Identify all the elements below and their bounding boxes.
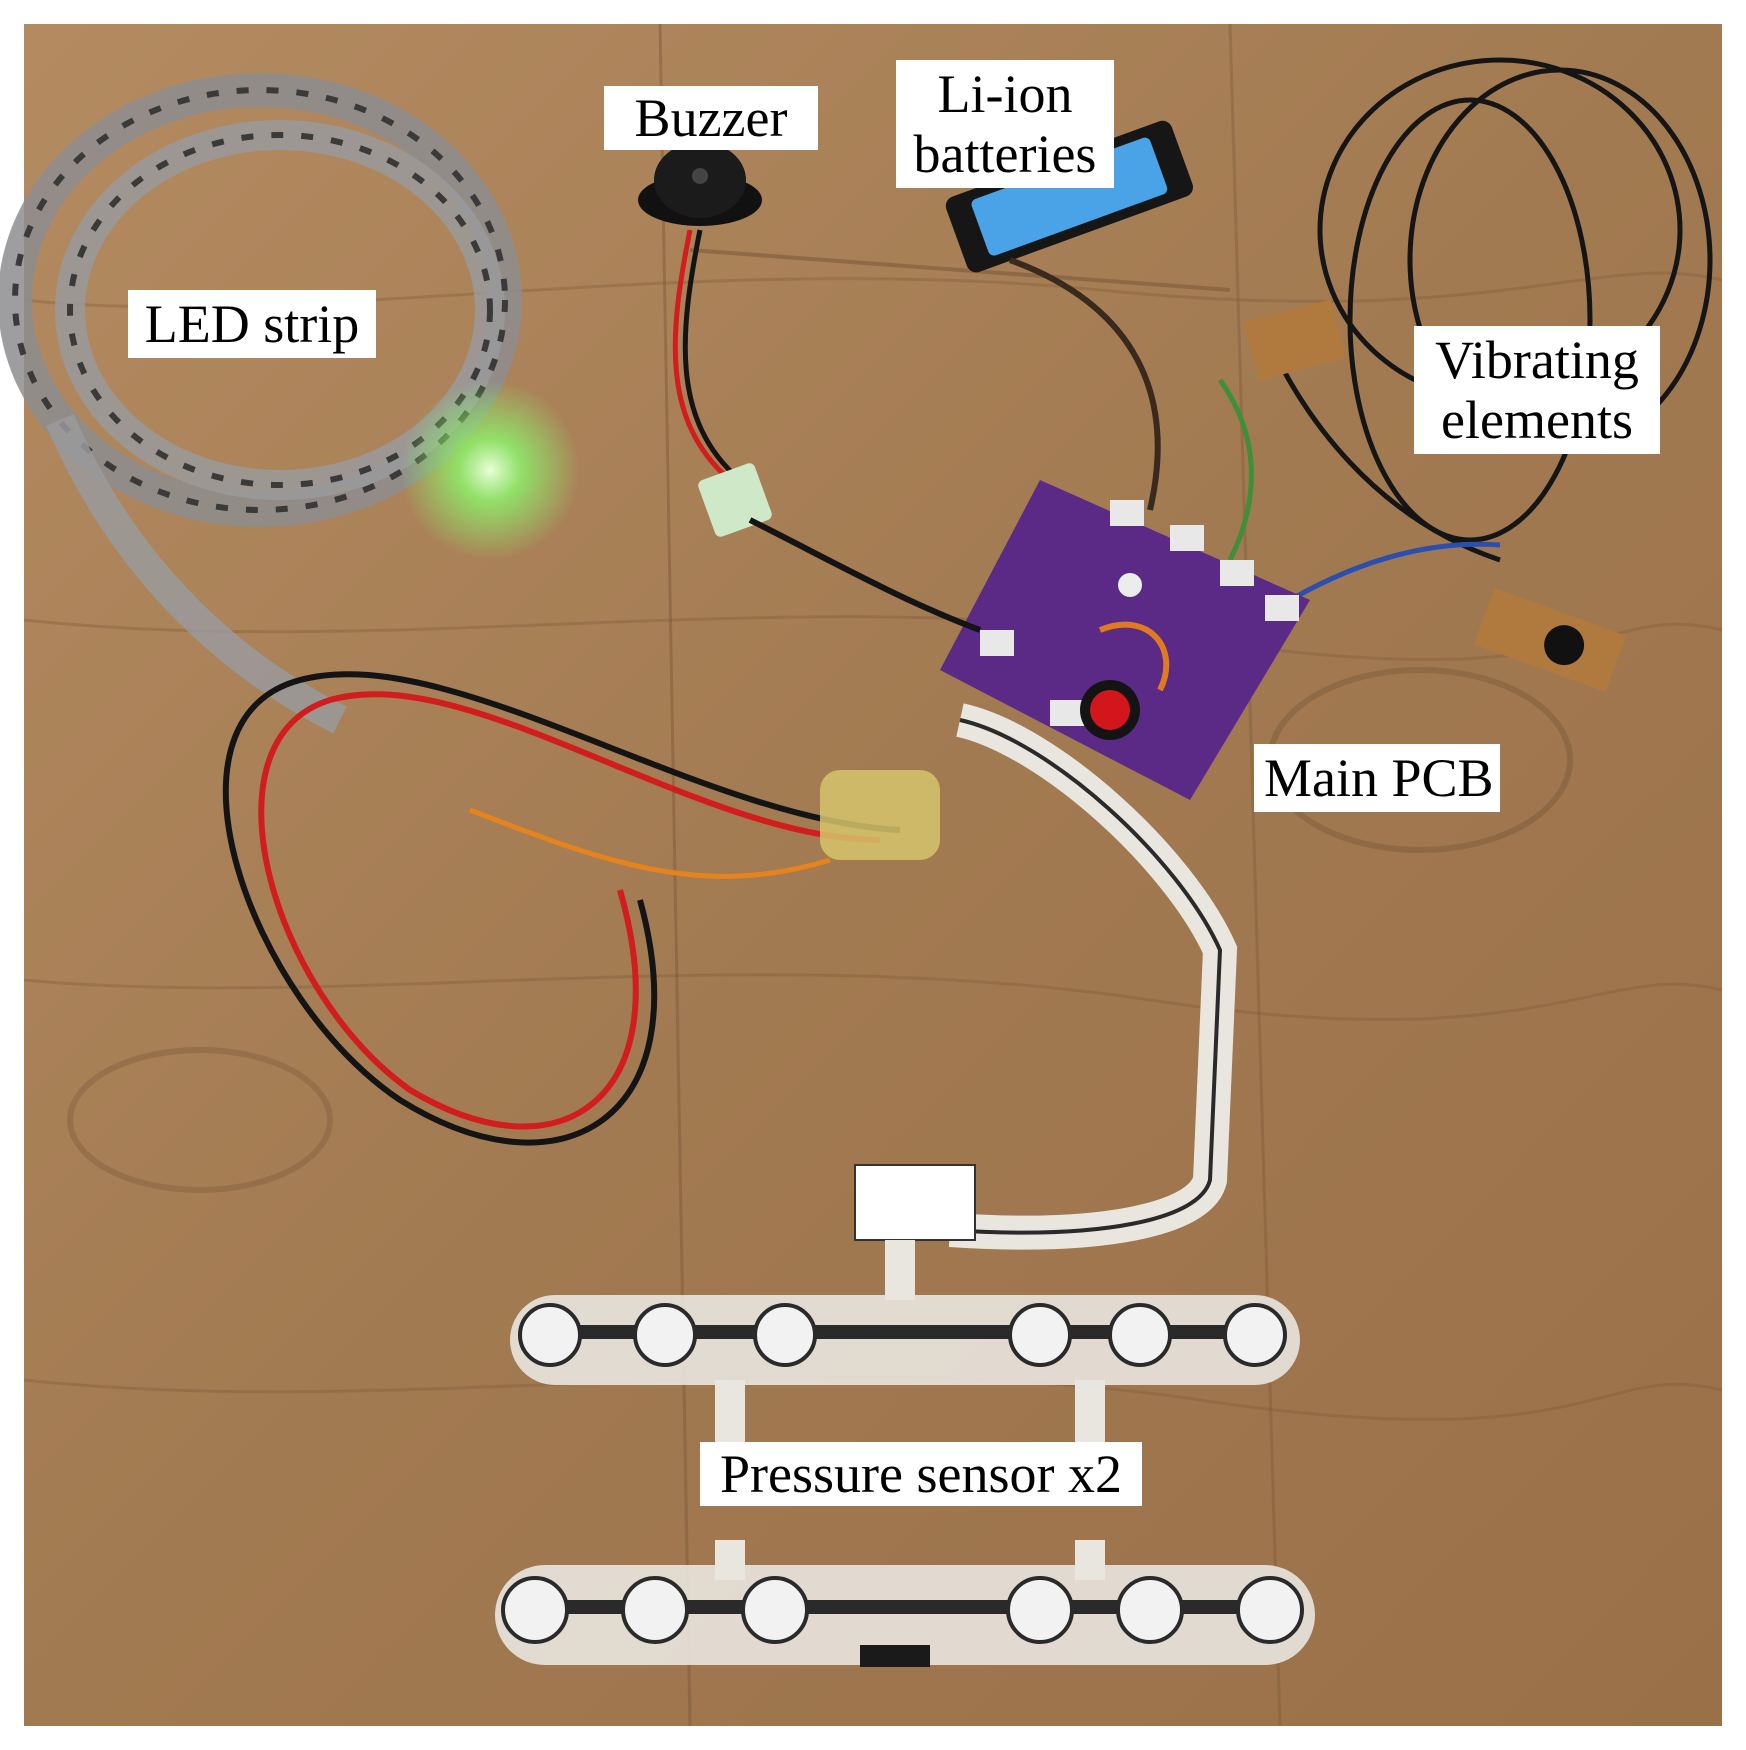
label-buzzer-text: Buzzer xyxy=(634,88,788,148)
label-batteries-line2: batteries xyxy=(913,124,1097,184)
blue-wire xyxy=(1288,541,1501,603)
buzzer-wire-red xyxy=(672,229,732,482)
sensor-flex-trace xyxy=(949,718,1223,1235)
pressure-sensor-top xyxy=(510,1240,1300,1385)
label-led-strip-text: LED strip xyxy=(144,294,360,354)
buzzer-wire-black xyxy=(682,229,742,482)
label-buzzer: Buzzer xyxy=(604,86,818,150)
pressure-sensor-bottom xyxy=(495,1565,1315,1667)
label-batteries-line1: Li-ion xyxy=(937,64,1073,124)
label-pressure-sensor: Pressure sensor x2 xyxy=(700,1442,1142,1506)
battery-wire xyxy=(1008,257,1161,511)
label-led-strip: LED strip xyxy=(128,290,376,358)
vibration-motor-board xyxy=(1473,587,1627,693)
battery-holder xyxy=(945,120,1194,273)
buzzer-component xyxy=(638,142,762,226)
wood-knot xyxy=(67,1047,333,1193)
pcb-black-wire xyxy=(748,517,982,633)
label-pressure-sensor-text: Pressure sensor x2 xyxy=(720,1444,1122,1504)
label-main-pcb-text: Main PCB xyxy=(1264,748,1494,808)
label-vibrating-line1: Vibrating xyxy=(1435,330,1639,390)
led-glow xyxy=(400,380,580,560)
main-pcb-board xyxy=(940,480,1310,800)
label-vibrating-line2: elements xyxy=(1441,390,1633,450)
sensor-label-tag xyxy=(854,1164,976,1241)
label-main-pcb: Main PCB xyxy=(1254,744,1500,812)
led-strip xyxy=(0,73,522,734)
label-vibrating-elements: Vibrating elements xyxy=(1414,326,1660,454)
vibration-motor-board xyxy=(1243,299,1347,381)
green-wire xyxy=(1217,378,1254,562)
red-black-loop xyxy=(222,671,901,1146)
orange-wires xyxy=(469,807,831,879)
label-li-ion-batteries: Li-ion batteries xyxy=(896,60,1114,188)
yellow-connector xyxy=(820,770,940,860)
